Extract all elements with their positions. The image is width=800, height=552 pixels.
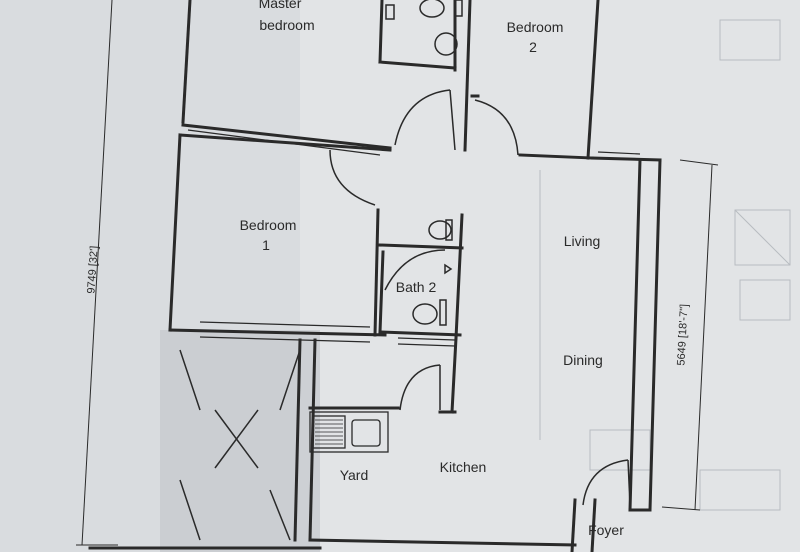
label-bedroom-1-2: 1 — [262, 237, 270, 253]
label-foyer: Foyer — [588, 522, 624, 538]
background-sketch-lines — [539, 19, 791, 511]
living-dimension-line — [661, 159, 719, 511]
walls — [88, 0, 662, 552]
window-lines — [187, 129, 641, 347]
label-bedroom-2-2: 2 — [529, 39, 537, 55]
label-dining: Dining — [563, 352, 603, 368]
label-bath-2: Bath 2 — [396, 279, 437, 295]
shadow-area — [160, 330, 320, 552]
label-kitchen: Kitchen — [440, 459, 487, 475]
overall-height-dimension: 9749 [32'] — [85, 245, 100, 294]
fixtures — [385, 0, 463, 326]
overall-dimension-line — [76, 0, 118, 546]
toilet-bath2 — [428, 220, 452, 240]
label-bedroom-1-1: Bedroom — [240, 217, 297, 233]
label-master-bedroom-2: bedroom — [259, 17, 314, 33]
label-living: Living — [564, 233, 601, 249]
toilet-master — [419, 0, 445, 18]
label-yard: Yard — [340, 467, 369, 483]
basin-master — [434, 32, 458, 56]
door-swings — [329, 89, 631, 506]
kitchen-sink — [309, 411, 389, 453]
living-dining-dimension: 5649 [18'-7"] — [675, 304, 690, 366]
label-bedroom-2-1: Bedroom — [507, 19, 564, 35]
label-master-bedroom-1: Master — [259, 0, 302, 11]
basin-bath2 — [412, 303, 438, 325]
yard-glazing — [179, 349, 301, 541]
